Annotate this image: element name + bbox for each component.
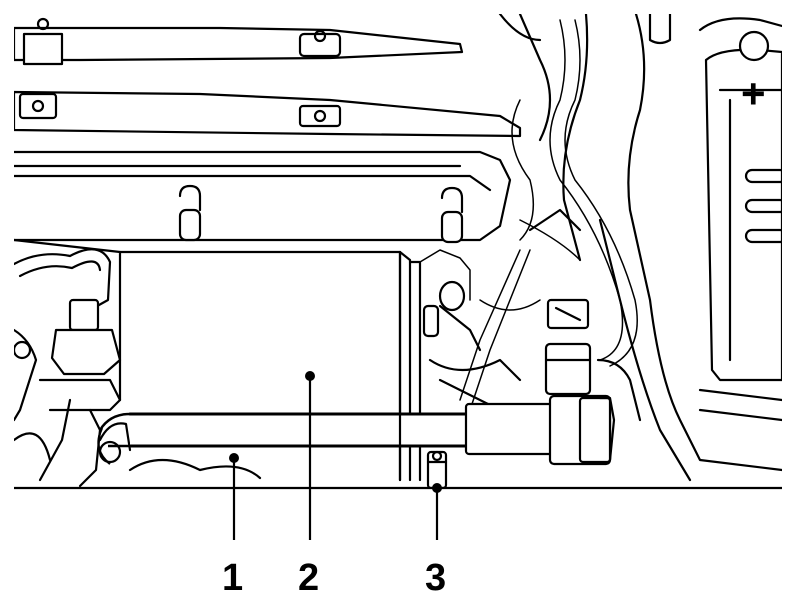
callout-leaders [229, 371, 442, 540]
callout-3: 3 [425, 557, 446, 599]
callout-2: 2 [298, 557, 319, 599]
battery: + [648, 14, 782, 422]
bolt [426, 450, 448, 488]
vacuum-sensor-assembly [14, 248, 262, 488]
callout-1: 1 [222, 557, 243, 599]
battery-positive-terminal-symbol: + [741, 70, 766, 117]
intake-manifold-cover [14, 17, 522, 244]
hose-coupling [464, 394, 616, 466]
air-intake-duct [498, 14, 782, 482]
hose [97, 412, 472, 465]
